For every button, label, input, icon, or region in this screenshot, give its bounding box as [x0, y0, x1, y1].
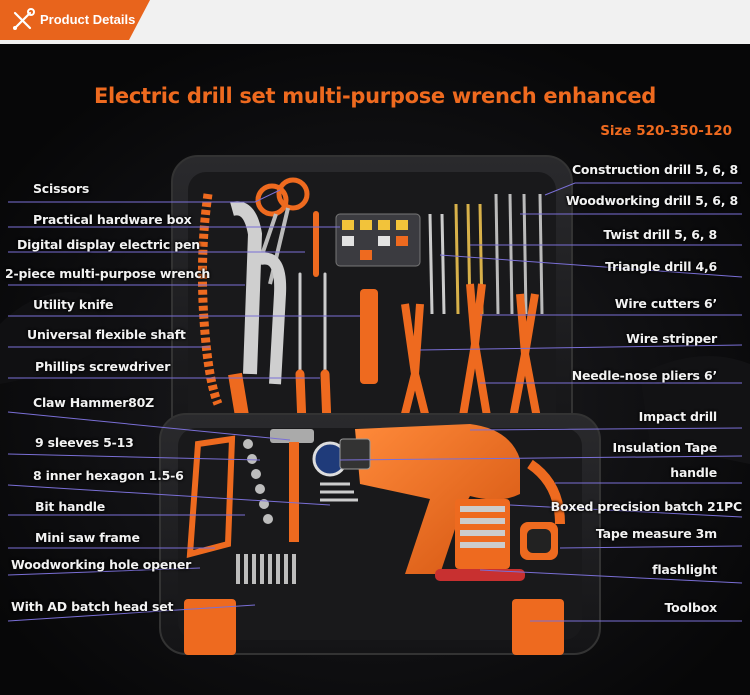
label-construction-drill: Construction drill 5, 6, 8	[571, 162, 738, 177]
label-claw-hammer: Claw Hammer80Z	[33, 395, 155, 410]
page-title: Electric drill set multi-purpose wrench …	[93, 84, 657, 108]
label-tape-measure: Tape measure 3m	[595, 526, 717, 541]
label-impact-drill: Impact drill	[638, 409, 718, 424]
label-bit-handle: Bit handle	[35, 499, 106, 514]
label-utility-knife: Utility knife	[33, 297, 114, 312]
label-twist-drill: Twist drill 5, 6, 8	[603, 227, 717, 242]
tab-label: Product Details	[40, 12, 136, 27]
label-mini-saw: Mini saw frame	[35, 530, 140, 545]
label-wrench: 2-piece multi-purpose wrench	[5, 266, 211, 281]
size-label: Size 520-350-120	[600, 123, 732, 139]
label-scissors: Scissors	[33, 181, 90, 196]
label-phillips-screwdriver: Phillips screwdriver	[35, 359, 171, 374]
label-needle-nose-pliers: Needle-nose pliers 6’	[571, 368, 717, 383]
label-wire-stripper: Wire stripper	[626, 331, 717, 346]
label-flashlight: flashlight	[652, 562, 717, 577]
label-handle: handle	[670, 465, 717, 480]
label-wire-cutters: Wire cutters 6’	[614, 296, 717, 311]
label-batch-head-set: With AD batch head set	[11, 599, 174, 614]
toolbox-illustration	[0, 44, 750, 695]
top-banner: Product Details	[0, 0, 750, 44]
label-insulation-tape: Insulation Tape	[612, 440, 718, 455]
label-precision-batch: Boxed precision batch 21PC	[550, 499, 743, 514]
label-inner-hexagon: 8 inner hexagon 1.5-6	[33, 468, 184, 483]
label-flexible-shaft: Universal flexible shaft	[27, 327, 186, 342]
label-hardware-box: Practical hardware box	[33, 212, 192, 227]
label-toolbox: Toolbox	[664, 600, 717, 615]
label-electric-pen: Digital display electric pen	[17, 237, 200, 252]
label-sleeves: 9 sleeves 5-13	[35, 435, 134, 450]
label-woodworking-drill: Woodworking drill 5, 6, 8	[565, 193, 738, 208]
wrench-screwdriver-icon	[13, 8, 35, 30]
label-triangle-drill: Triangle drill 4,6	[605, 259, 717, 274]
label-hole-opener: Woodworking hole opener	[11, 557, 192, 572]
product-details-tab[interactable]: Product Details	[0, 0, 150, 40]
